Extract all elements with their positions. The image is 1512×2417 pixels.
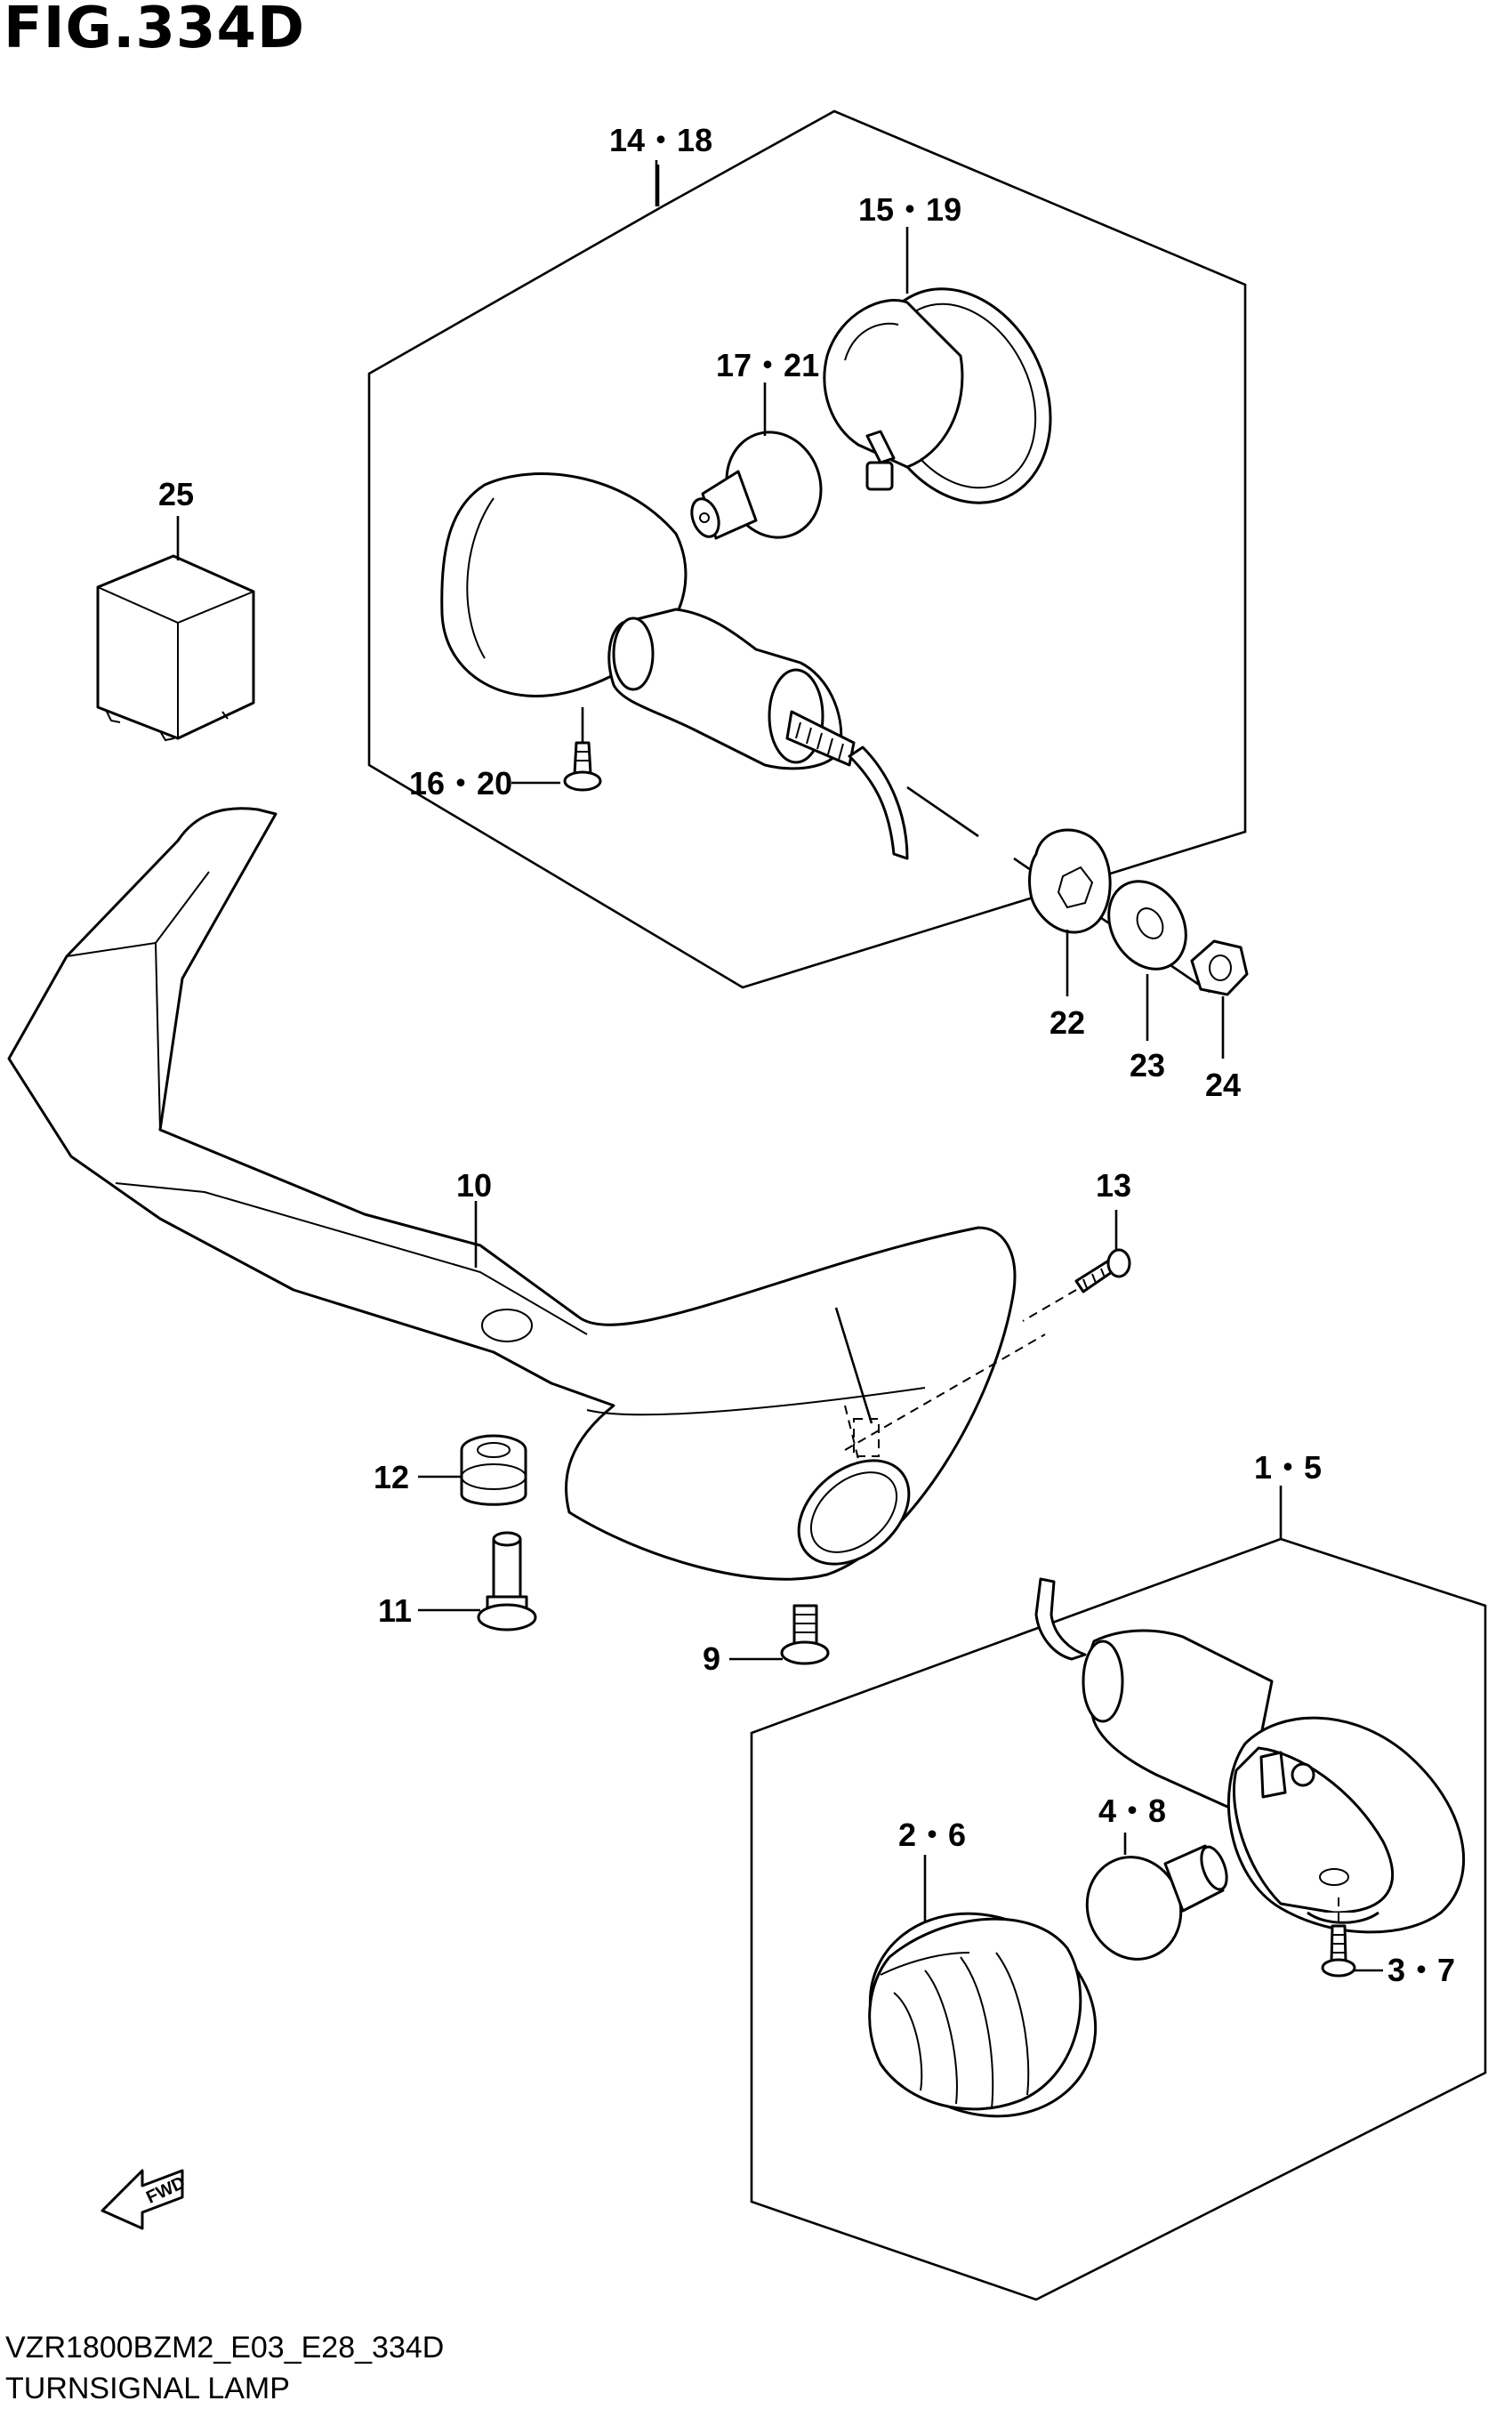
- callout-24: 24: [1205, 1067, 1241, 1103]
- lamp-stem-lower: [1034, 1577, 1274, 1817]
- relay-25: [96, 554, 255, 742]
- bracket-10: [7, 807, 1046, 1581]
- callout-15-19: 15・19: [858, 191, 961, 228]
- callout-4-8: 4・8: [1098, 1793, 1166, 1829]
- bulb-upper: [690, 431, 823, 540]
- gasket-22: [1028, 828, 1112, 934]
- lower-assembly-hexagon: [750, 1537, 1487, 2301]
- callout-13: 13: [1096, 1167, 1131, 1204]
- figure-title: FIG.334D: [4, 0, 306, 61]
- callout-25: 25: [158, 476, 194, 512]
- callout-1-5: 1・5: [1254, 1449, 1322, 1486]
- callout-3-7: 3・7: [1387, 1952, 1455, 1988]
- forward-direction-arrow: FWD: [101, 2169, 189, 2230]
- callout-2-6: 2・6: [898, 1817, 966, 1853]
- upper-assembly-hexagon: [367, 109, 1247, 989]
- bulb-lower: [1085, 1844, 1228, 1961]
- collar-bolt-11: [477, 1531, 537, 1631]
- callout-22: 22: [1050, 1004, 1085, 1041]
- callout-16-20: 16・20: [409, 765, 512, 802]
- callout-17-21: 17・21: [716, 347, 819, 383]
- figure-code: VZR1800BZM2_E03_E28_334D: [5, 2331, 445, 2365]
- screw-13: [1074, 1248, 1131, 1293]
- screw-16-20: [563, 741, 602, 792]
- grommet-12: [460, 1434, 527, 1506]
- lamp-housing-upper: [440, 472, 909, 860]
- screw-3-7: [1321, 1924, 1356, 1978]
- upper-assembly-group: [367, 109, 1247, 989]
- callout-11: 11: [378, 1592, 412, 1629]
- nut-24: [1190, 939, 1249, 996]
- lower-assembly-group: [750, 1537, 1487, 2301]
- lamp-housing-lower: [1226, 1716, 1466, 1934]
- callout-9: 9: [703, 1640, 720, 1677]
- lens-upper: [823, 287, 1052, 504]
- callout-23: 23: [1130, 1047, 1165, 1084]
- washer-23: [1107, 880, 1187, 971]
- lens-lower: [868, 1912, 1098, 2118]
- callout-14-18: 14・18: [609, 122, 712, 158]
- figure-name: TURNSIGNAL LAMP: [5, 2372, 290, 2405]
- callout-12: 12: [374, 1459, 409, 1495]
- screw-9: [780, 1604, 830, 1665]
- callout-10: 10: [456, 1167, 492, 1204]
